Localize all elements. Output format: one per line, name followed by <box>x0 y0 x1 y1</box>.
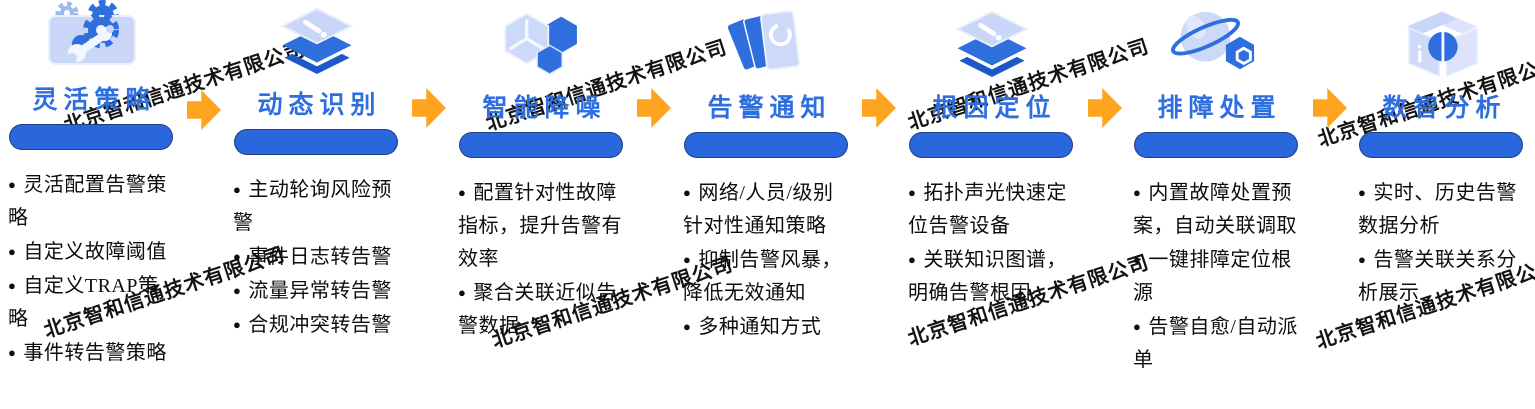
bullet-dot-icon: ● <box>458 285 467 300</box>
bullet-dot-icon: ● <box>1133 252 1142 267</box>
bullet-list: ●灵活配置告警策略 ●自定义故障阈值 ●自定义TRAP策略 ●事件转告警策略 <box>8 168 175 370</box>
bullet-dot-icon: ● <box>8 177 17 192</box>
bullet-dot-icon: ● <box>233 283 242 298</box>
bullet-item: ●拓扑声光快速定位告警设备 <box>908 182 1067 237</box>
layered-pages-pen-icon <box>269 5 365 74</box>
stage-column-dynamic-recognition: 动态识别 ●主动轮询风险预警 ●事件日志转告警 ●流量异常转告警 ●合规冲突转告… <box>233 0 400 409</box>
flow-arrow-icon <box>1088 88 1122 128</box>
stage-underline-bar <box>684 132 848 158</box>
stage-title: 根因定位 <box>932 94 1057 122</box>
flow-arrow-icon <box>862 88 896 128</box>
bullet-item: ●多种通知方式 <box>683 316 822 338</box>
bullet-item: ●主动轮询风险预警 <box>233 179 392 234</box>
stage-underline-bar <box>909 132 1073 158</box>
bullet-list: ●内置故障处置预案，自动关联调取 ●一键排障定位根源 ●告警自愈/自动派单 <box>1133 176 1300 377</box>
stage-title: 排障处置 <box>1157 94 1282 122</box>
bullet-item: ●配置针对性故障指标，提升告警有效率 <box>458 182 622 270</box>
notification-cards-icon <box>719 8 815 75</box>
data-box-icon <box>1396 8 1488 78</box>
bullet-item: ●事件日志转告警 <box>233 246 392 268</box>
bullet-item: ●网络/人员/级别针对性通知策略 <box>683 182 834 237</box>
bullet-item: ●流量异常转告警 <box>233 280 392 302</box>
hexagon-cluster-icon <box>494 8 590 75</box>
bullet-list: ●拓扑声光快速定位告警设备 ●关联知识图谱，明确告警根因 <box>908 176 1075 310</box>
bullet-dot-icon: ● <box>233 182 242 197</box>
stage-underline-bar <box>1134 132 1298 158</box>
bullet-dot-icon: ● <box>458 185 467 200</box>
stage-underline-bar <box>459 132 623 158</box>
bullet-list: ●配置针对性故障指标，提升告警有效率 ●聚合关联近似告警数据 <box>458 176 625 343</box>
bullet-dot-icon: ● <box>233 317 242 332</box>
stage-column-digital-analysis: 数智分析 ●实时、历史告警数据分析 ●告警关联关系分析展示 <box>1358 0 1525 409</box>
stage-underline-bar <box>1359 132 1523 158</box>
bullet-item: ●内置故障处置预案，自动关联调取 <box>1133 182 1297 237</box>
bullet-item: ●一键排障定位根源 <box>1133 249 1292 304</box>
stage-title: 灵活策略 <box>32 86 157 114</box>
bullet-item: ●实时、历史告警数据分析 <box>1358 182 1517 237</box>
bullet-list: ●主动轮询风险预警 ●事件日志转告警 ●流量异常转告警 ●合规冲突转告警 <box>233 173 400 342</box>
bullet-dot-icon: ● <box>8 278 17 293</box>
bullet-dot-icon: ● <box>1358 252 1367 267</box>
bullet-dot-icon: ● <box>8 244 17 259</box>
bullet-dot-icon: ● <box>8 345 17 360</box>
stage-column-flexible-strategy: 灵活策略 ●灵活配置告警策略 ●自定义故障阈值 ●自定义TRAP策略 ●事件转告… <box>8 0 175 409</box>
bullet-item: ●合规冲突转告警 <box>233 314 392 336</box>
bullet-list: ●实时、历史告警数据分析 ●告警关联关系分析展示 <box>1358 176 1525 310</box>
stage-column-troubleshooting: 排障处置 ●内置故障处置预案，自动关联调取 ●一键排障定位根源 ●告警自愈/自动… <box>1133 0 1300 409</box>
bullet-item: ●聚合关联近似告警数据 <box>458 282 617 337</box>
flow-arrow-icon <box>412 88 446 128</box>
gears-wrench-icon <box>37 0 147 66</box>
stage-title: 告警通知 <box>707 94 832 122</box>
bullet-item: ●自定义故障阈值 <box>8 241 167 263</box>
stage-underline-bar <box>9 124 173 150</box>
bullet-dot-icon: ● <box>683 319 692 334</box>
bullet-dot-icon: ● <box>683 185 692 200</box>
bullet-item: ●事件转告警策略 <box>8 342 167 364</box>
stage-column-intelligent-noise-reduction: 智能降噪 ●配置针对性故障指标，提升告警有效率 ●聚合关联近似告警数据 <box>458 0 625 409</box>
stage-title: 数智分析 <box>1382 94 1507 122</box>
bullet-item: ●灵活配置告警策略 <box>8 174 167 229</box>
bullet-dot-icon: ● <box>1358 185 1367 200</box>
bullet-dot-icon: ● <box>683 252 692 267</box>
bullet-item: ●关联知识图谱，明确告警根因 <box>908 249 1067 304</box>
bullet-dot-icon: ● <box>908 185 917 200</box>
bullet-item: ●自定义TRAP策略 <box>8 275 159 330</box>
stage-column-root-cause-location: 根因定位 ●拓扑声光快速定位告警设备 ●关联知识图谱，明确告警根因 <box>908 0 1075 409</box>
stage-underline-bar <box>234 129 398 155</box>
flow-arrow-icon <box>637 88 671 128</box>
flow-arrow-icon <box>187 90 221 130</box>
globe-maintenance-icon <box>1169 8 1265 75</box>
bullet-dot-icon: ● <box>908 252 917 267</box>
bullet-dot-icon: ● <box>233 249 242 264</box>
stage-title: 智能降噪 <box>482 94 607 122</box>
bullet-item: ●告警关联关系分析展示 <box>1358 249 1517 304</box>
bullet-dot-icon: ● <box>1133 319 1142 334</box>
flow-arrow-icon <box>1313 88 1347 128</box>
stage-title: 动态识别 <box>257 91 382 119</box>
bullet-item: ●告警自愈/自动派单 <box>1133 316 1298 371</box>
bullet-dot-icon: ● <box>1133 185 1142 200</box>
stage-column-alarm-notification: 告警通知 ●网络/人员/级别针对性通知策略 ●抑制告警风暴，降低无效通知 ●多种… <box>683 0 850 409</box>
bullet-list: ●网络/人员/级别针对性通知策略 ●抑制告警风暴，降低无效通知 ●多种通知方式 <box>683 176 850 344</box>
bullet-item: ●抑制告警风暴，降低无效通知 <box>683 249 842 304</box>
layered-pages-pen-icon <box>944 8 1040 77</box>
